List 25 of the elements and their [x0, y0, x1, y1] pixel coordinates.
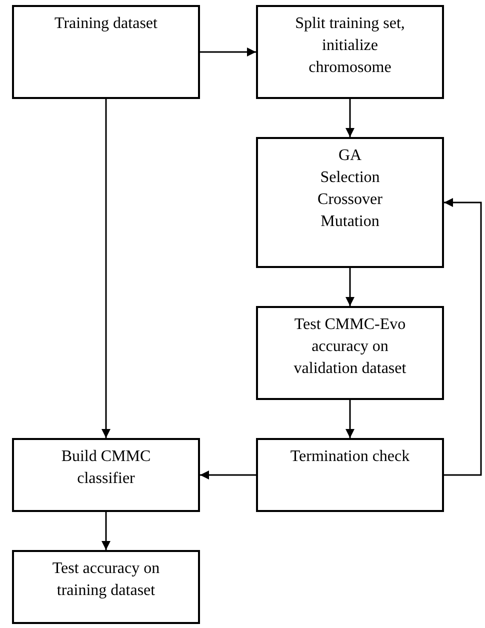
arrow — [346, 400, 354, 438]
box-text: Split training set, initialize chromosome — [294, 14, 406, 78]
box-text: Test CMMC-Evo accuracy on validation dataset — [292, 315, 408, 379]
process-box — [12, 550, 200, 624]
arrow — [346, 99, 354, 137]
process-box — [256, 137, 444, 268]
process-box — [12, 5, 200, 99]
process-box — [256, 306, 444, 400]
process-box — [256, 5, 444, 99]
process-box — [12, 438, 200, 512]
arrow — [346, 268, 354, 306]
box-text: GA — [338, 146, 362, 166]
box-text: Termination check — [290, 447, 410, 467]
arrow — [102, 512, 110, 550]
box-text: Test accuracy on training dataset — [51, 559, 161, 601]
arrow — [200, 470, 256, 480]
box-text: Selection — [320, 168, 380, 188]
box-text: Build CMMC classifier — [60, 447, 152, 489]
box-text: Crossover — [318, 190, 382, 210]
box-text: Mutation — [320, 212, 380, 232]
box-text: Training dataset — [54, 14, 158, 34]
arrow — [102, 99, 110, 438]
arrow — [200, 48, 256, 56]
process-box — [256, 438, 444, 512]
arrow — [444, 198, 482, 476]
